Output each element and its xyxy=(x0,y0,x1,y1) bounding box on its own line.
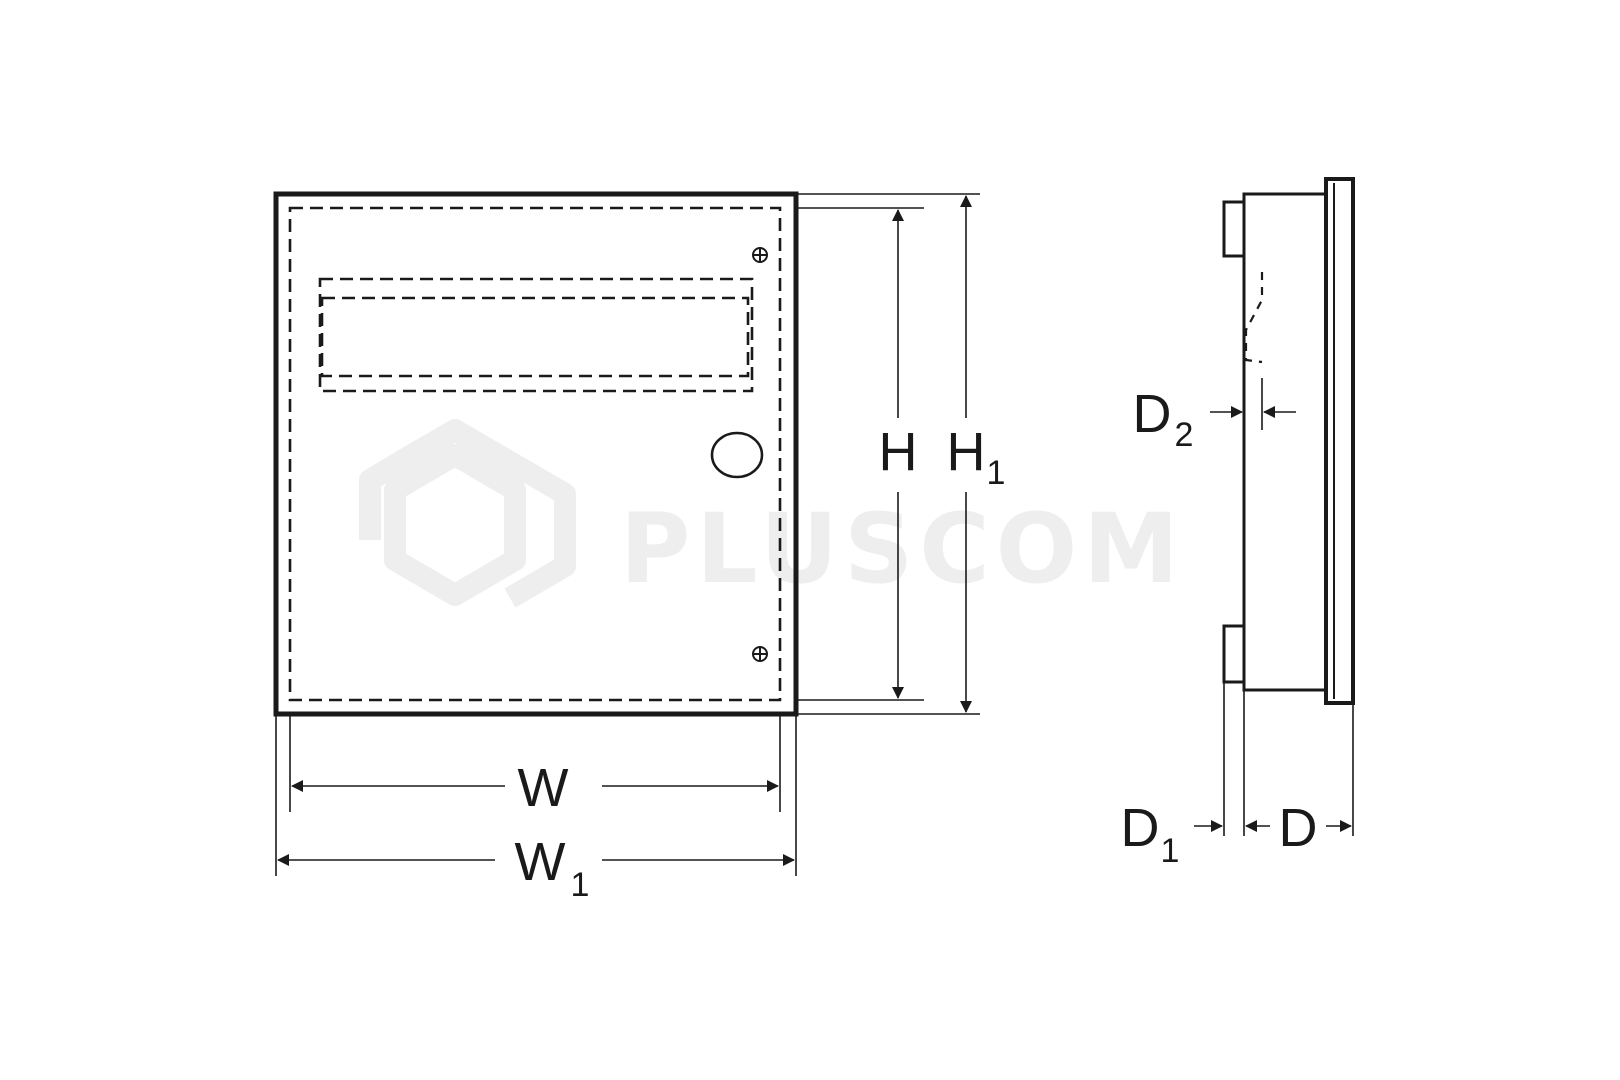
label-height: H xyxy=(879,422,918,482)
label-width: W xyxy=(518,758,569,818)
height-extension-lines xyxy=(796,193,980,715)
watermark-logo: PLUSCOM xyxy=(359,419,1185,608)
label-depth-2: D xyxy=(1133,384,1172,444)
label-depth-1-subscript: 1 xyxy=(1161,832,1180,870)
depth-extension-lines xyxy=(1223,682,1354,836)
side-door-frame xyxy=(1324,177,1355,705)
screw-top-icon xyxy=(752,247,768,263)
dimension-depth-1: D 1 xyxy=(1121,798,1223,870)
front-view xyxy=(273,191,799,717)
watermark-text: PLUSCOM xyxy=(620,493,1185,605)
dimension-width: W xyxy=(291,758,779,818)
label-height-outer: H xyxy=(947,422,986,482)
front-inner-door-outline xyxy=(288,206,782,702)
lock-icon xyxy=(710,431,764,479)
dimension-depth-2: D 2 xyxy=(1133,378,1296,454)
side-view xyxy=(1222,177,1355,705)
front-window-inner xyxy=(320,296,750,378)
width-extension-lines xyxy=(275,714,797,876)
label-height-outer-subscript: 1 xyxy=(987,454,1006,492)
side-top-bracket xyxy=(1222,200,1246,258)
label-depth-1: D xyxy=(1121,798,1160,858)
side-body xyxy=(1242,192,1328,692)
label-depth-2-subscript: 2 xyxy=(1175,416,1194,454)
dimension-height-outer: H 1 xyxy=(947,195,1006,713)
hexagon-logo-icon xyxy=(359,419,576,608)
screw-bottom-icon xyxy=(752,646,768,662)
label-width-outer-subscript: 1 xyxy=(571,866,590,904)
side-hinge-dashed xyxy=(1244,272,1264,364)
dimension-depth: D xyxy=(1245,798,1352,858)
dimension-width-outer: W 1 xyxy=(277,832,795,904)
label-width-outer: W xyxy=(515,832,566,892)
front-outer-frame xyxy=(273,191,799,717)
side-bottom-bracket xyxy=(1222,624,1246,684)
front-window-outer xyxy=(318,277,754,393)
dimension-height: H xyxy=(879,209,918,699)
label-depth: D xyxy=(1279,798,1318,858)
